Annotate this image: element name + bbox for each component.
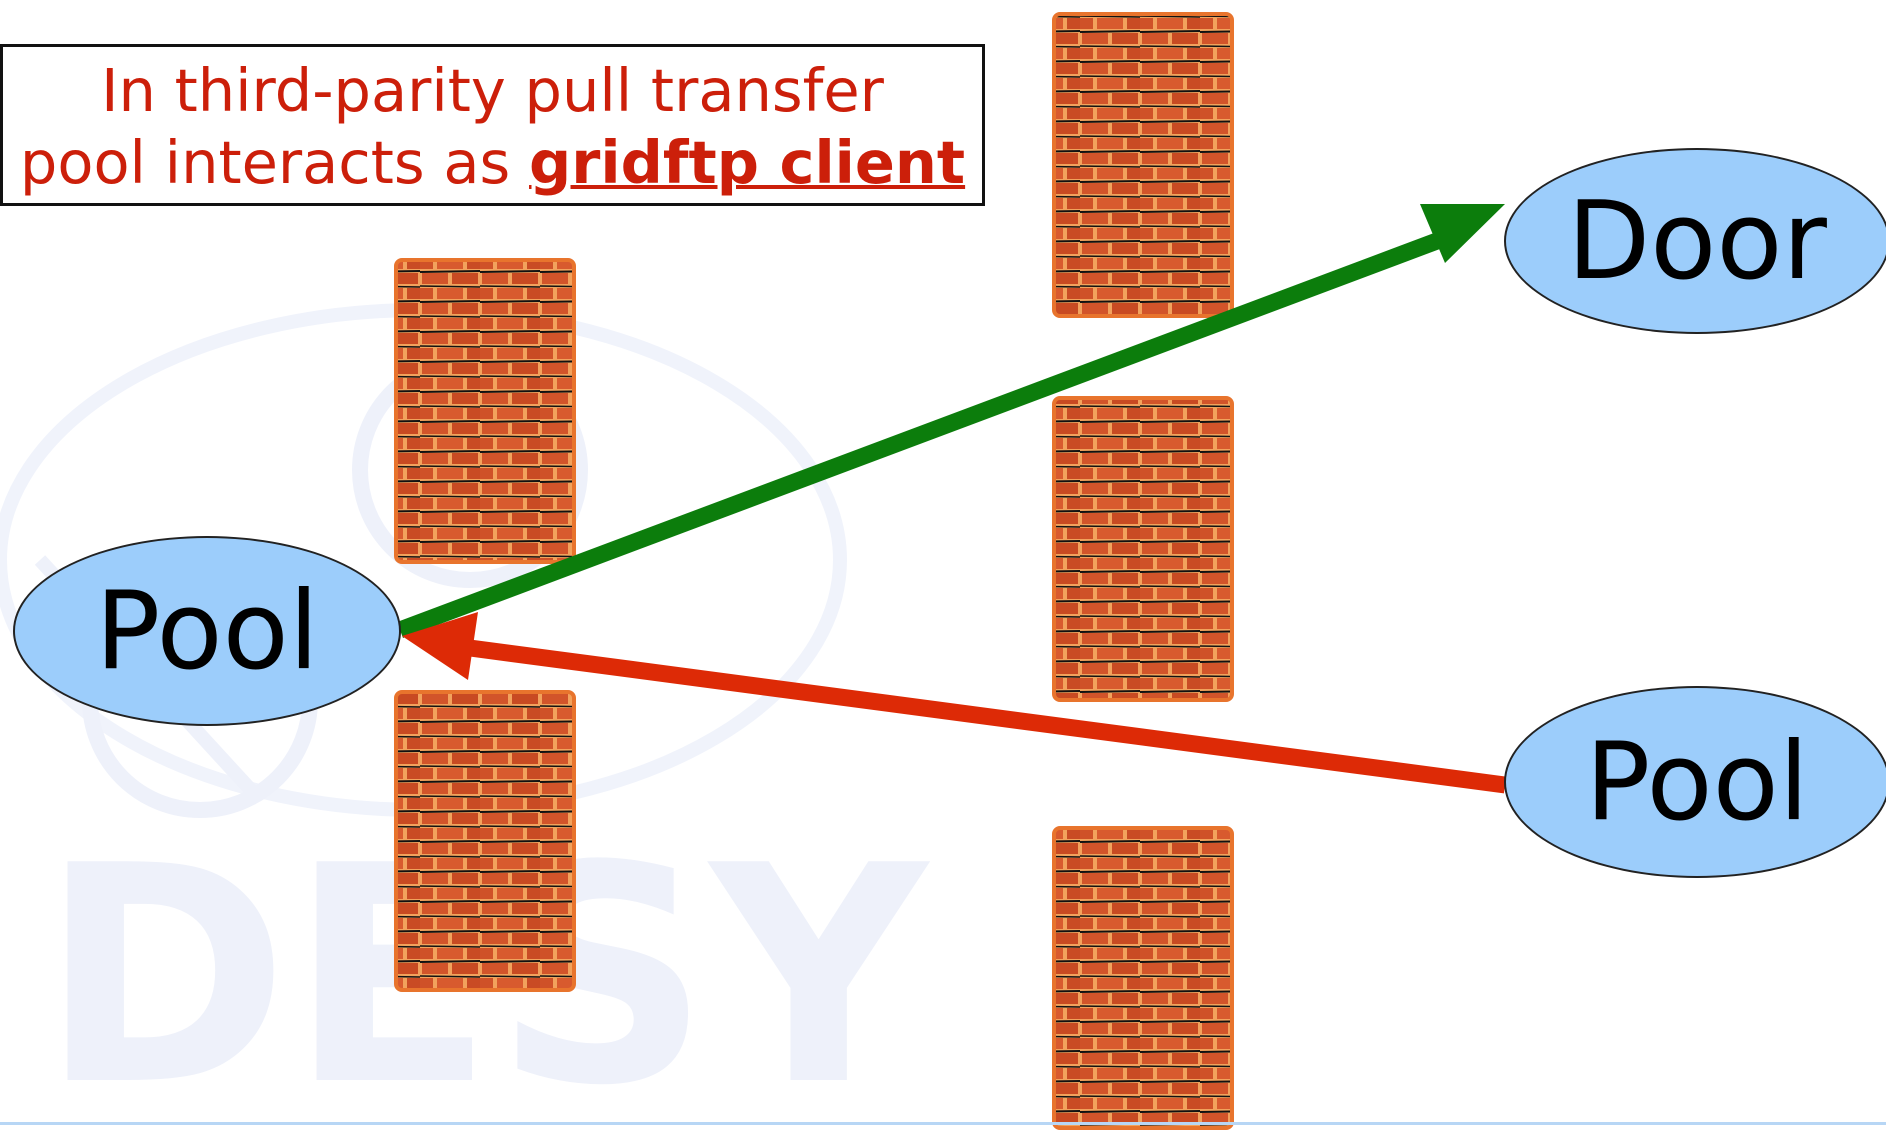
caption-line-2-prefix: pool interacts as bbox=[19, 128, 530, 197]
door-node: Door bbox=[1504, 148, 1886, 334]
data-arrow bbox=[402, 612, 1507, 794]
caption-emphasis: gridftp client bbox=[529, 128, 966, 197]
firewall-wall-right-middle bbox=[1052, 396, 1234, 702]
caption-box: In third-parity pull transfer pool inter… bbox=[0, 44, 985, 206]
door-label: Door bbox=[1567, 178, 1827, 304]
pool-right-label: Pool bbox=[1585, 719, 1809, 845]
firewall-wall-right-top bbox=[1052, 12, 1234, 318]
firewall-wall-left-top bbox=[394, 258, 576, 564]
control-arrow bbox=[397, 204, 1505, 638]
caption-line-2: pool interacts as gridftp client bbox=[3, 127, 982, 199]
pool-left-label: Pool bbox=[95, 568, 319, 694]
firewall-wall-right-bottom bbox=[1052, 826, 1234, 1130]
bottom-divider bbox=[0, 1122, 1886, 1125]
pool-node-right: Pool bbox=[1504, 686, 1886, 878]
pool-node-left: Pool bbox=[13, 536, 401, 726]
caption-line-1: In third-parity pull transfer bbox=[101, 56, 884, 125]
firewall-wall-left-bottom bbox=[394, 690, 576, 992]
